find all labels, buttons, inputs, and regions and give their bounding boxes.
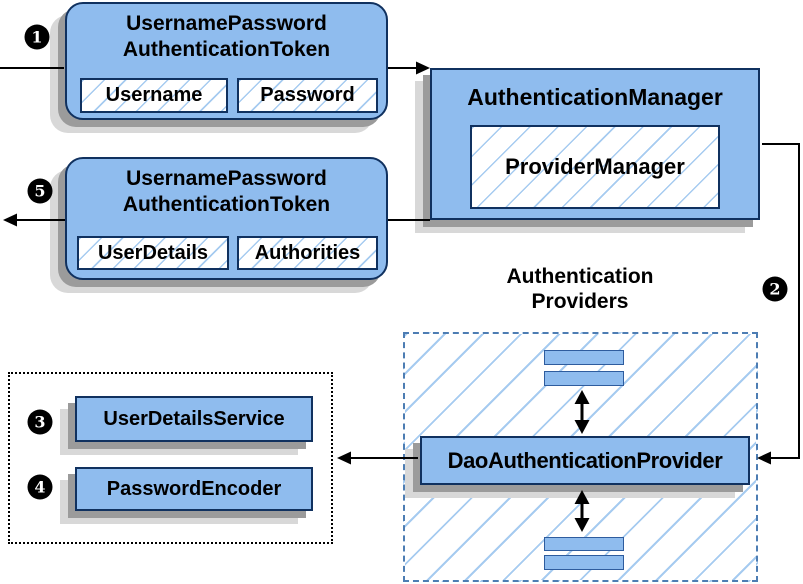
manager-to-provider-line	[762, 144, 799, 458]
result-token-title-line2: AuthenticationToken	[122, 193, 331, 216]
result-token-node: UsernamePassword AuthenticationToken Use…	[65, 157, 388, 280]
user-details-service-node: UserDetailsService	[75, 396, 313, 442]
username-field: Username	[80, 78, 228, 113]
result-token-title-line1: UsernamePassword	[126, 167, 327, 190]
step-3-badge: 3	[27, 409, 53, 435]
authentication-providers-label-line2: Providers	[531, 290, 629, 313]
user-details-field: UserDetails	[77, 236, 229, 270]
authentication-manager-title: AuthenticationManager	[467, 84, 723, 110]
authorities-field: Authorities	[237, 236, 378, 270]
authentication-providers-label-line1: Authentication	[506, 265, 654, 288]
provider-placeholder-bottom-2	[544, 555, 624, 570]
request-token-title-line2: AuthenticationToken	[122, 38, 331, 61]
password-field: Password	[237, 78, 378, 113]
provider-manager-box: ProviderManager	[470, 125, 720, 209]
authentication-providers-group: DaoAuthenticationProvider	[403, 332, 758, 582]
provider-placeholder-bottom-1	[544, 537, 624, 551]
dao-authentication-provider-node: DaoAuthenticationProvider	[420, 436, 750, 485]
step-4-badge: 4	[27, 474, 53, 500]
step-2-badge: 2	[762, 276, 788, 302]
step-1-badge: 1	[24, 24, 50, 50]
step-5-badge: 5	[27, 178, 53, 204]
authentication-providers-label: Authentication Providers	[460, 264, 700, 314]
authentication-manager-node: AuthenticationManager ProviderManager	[430, 68, 760, 220]
token-to-manager-arrowhead	[416, 61, 430, 75]
provider-placeholder-top-2	[544, 371, 624, 386]
token-outbound-arrowhead	[3, 213, 17, 227]
request-token-title-line1: UsernamePassword	[126, 12, 327, 35]
provider-placeholder-top-1	[544, 350, 624, 365]
result-token-title: UsernamePassword AuthenticationToken	[67, 159, 386, 218]
services-group: UserDetailsService PasswordEncoder	[8, 372, 333, 544]
request-token-title: UsernamePassword AuthenticationToken	[67, 4, 386, 63]
manager-to-provider-arrowhead	[757, 451, 771, 465]
password-encoder-node: PasswordEncoder	[75, 467, 313, 511]
provider-to-services-arrowhead	[337, 451, 351, 465]
request-token-node: UsernamePassword AuthenticationToken Use…	[65, 2, 388, 120]
